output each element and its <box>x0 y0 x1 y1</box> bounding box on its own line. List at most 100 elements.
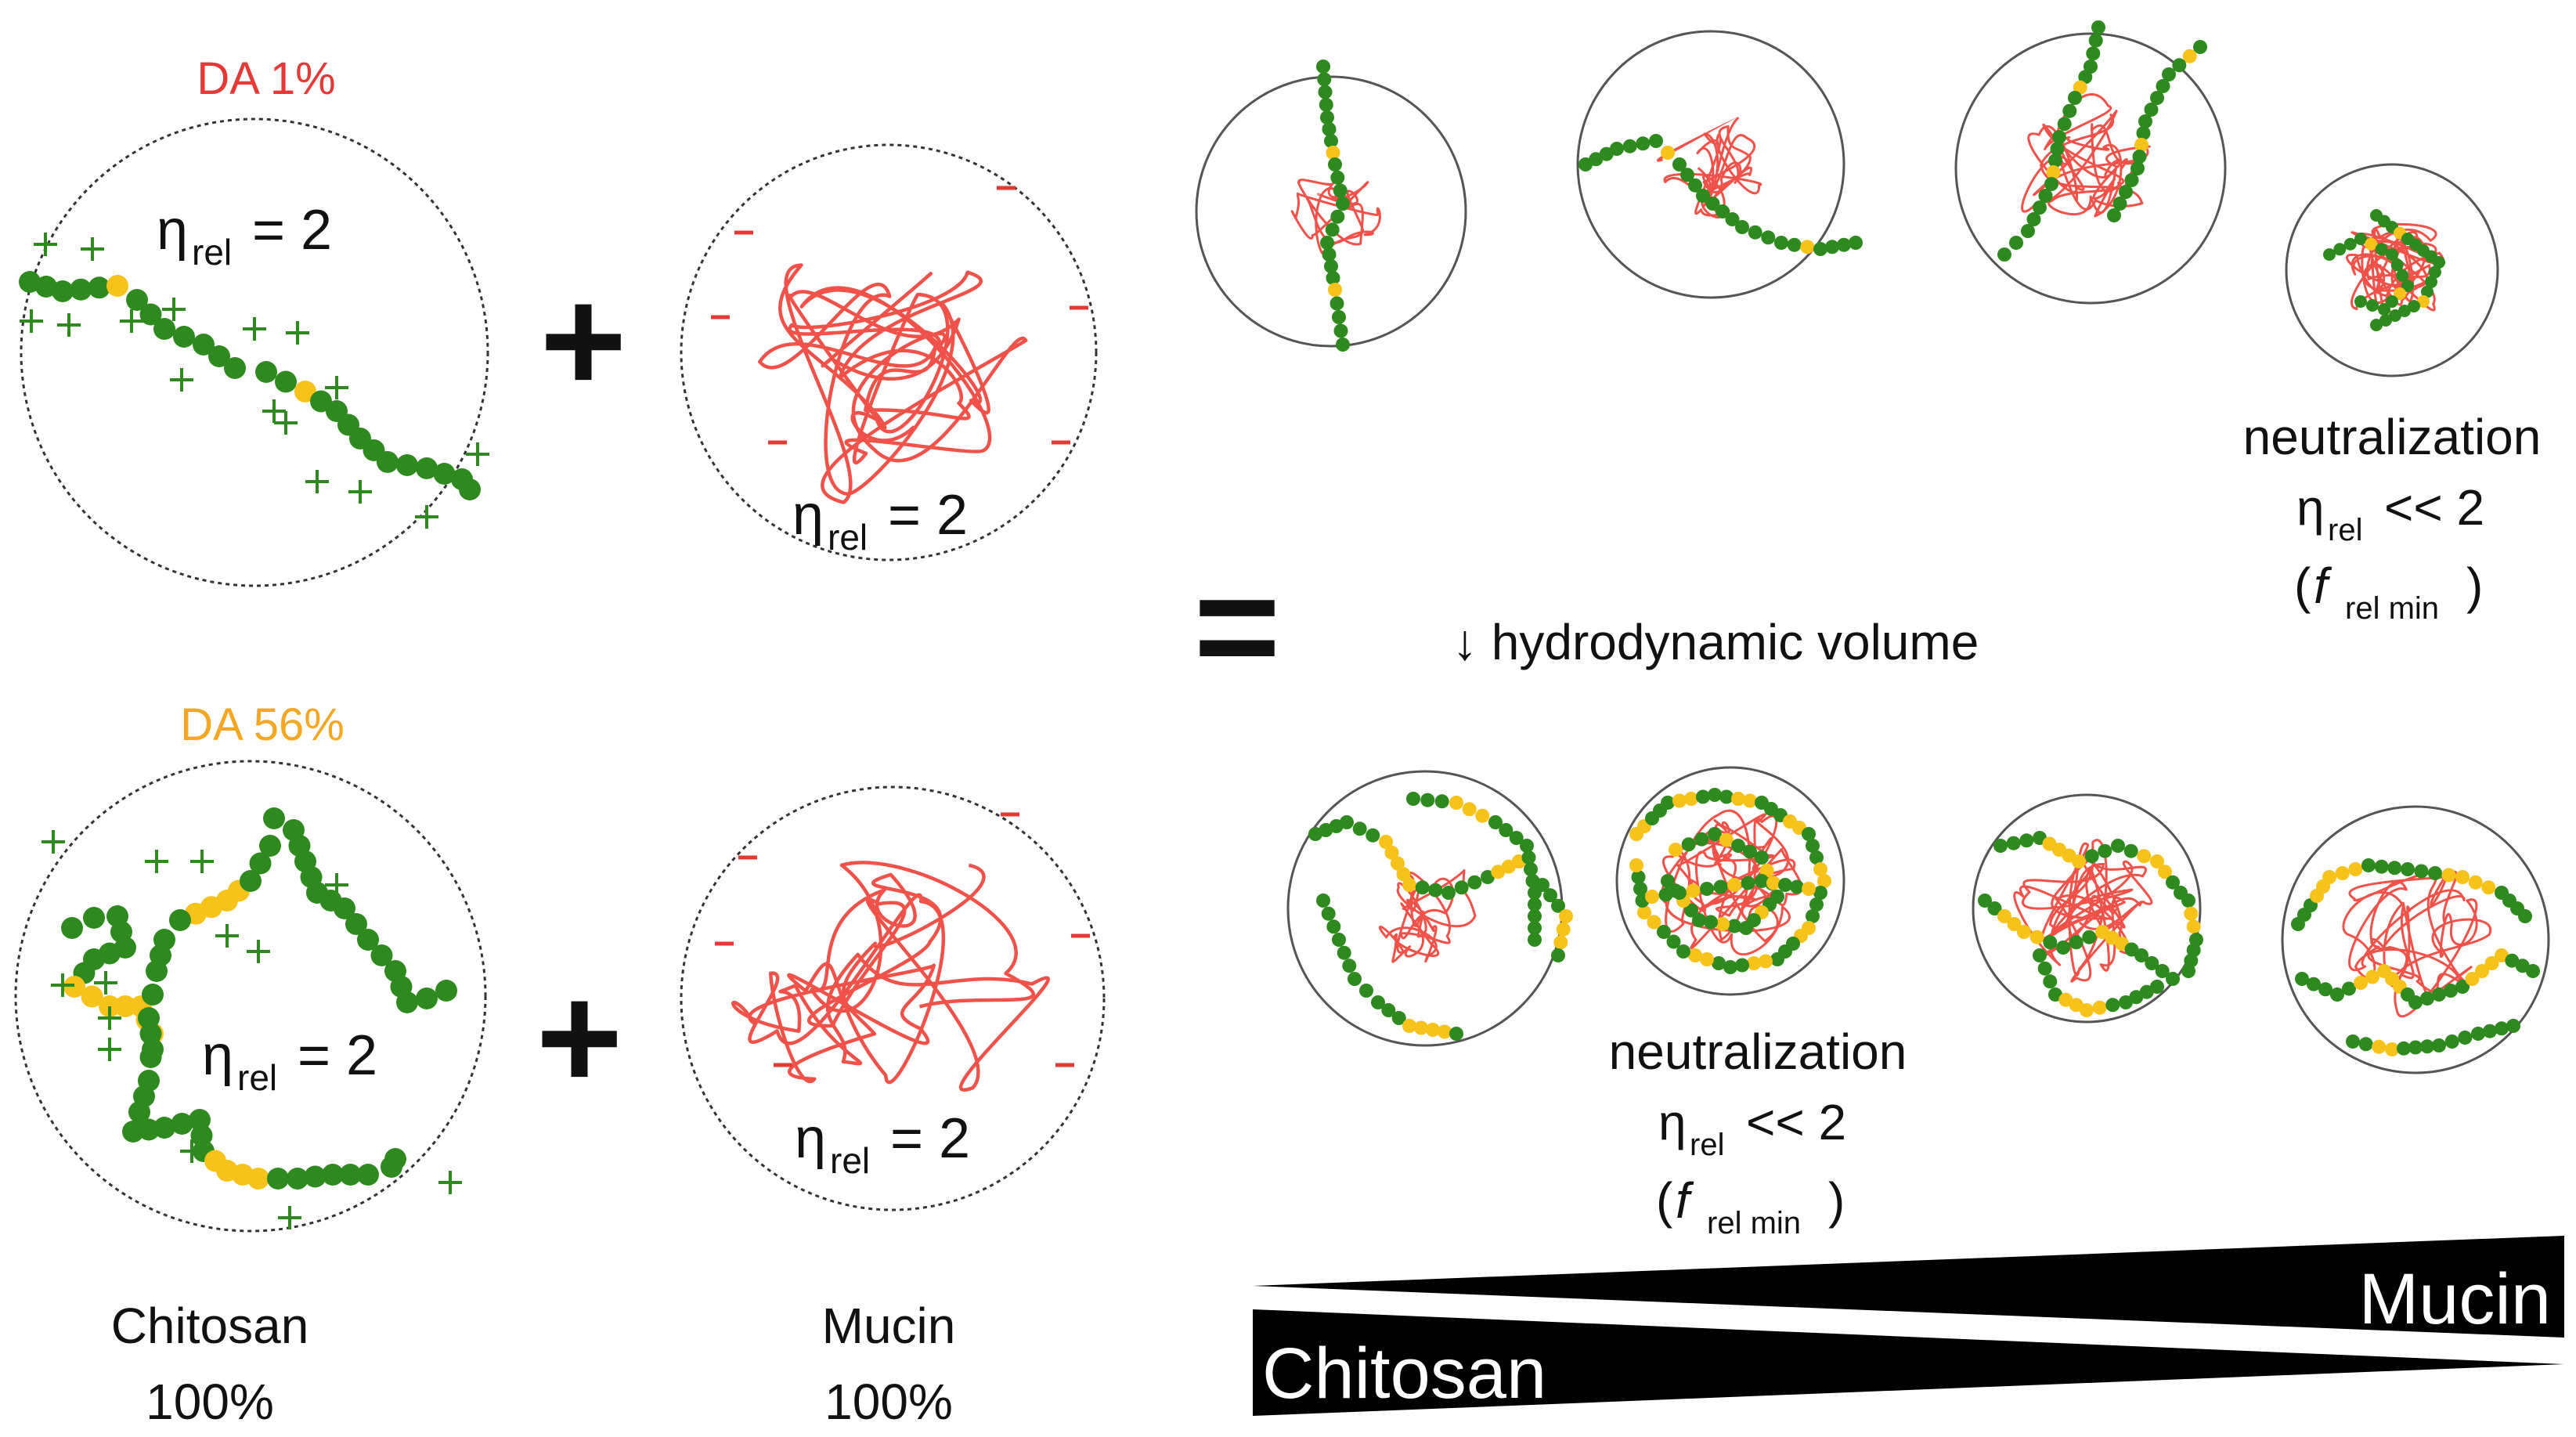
svg-text:= 2: = 2 <box>890 1107 970 1170</box>
glucosamine-unit <box>2366 299 2379 312</box>
glucosamine-unit <box>2433 256 2445 269</box>
da1-label: DA 1% <box>197 53 335 104</box>
glucosamine-unit <box>357 1164 379 1186</box>
da1-positive-charges <box>20 233 489 529</box>
glucosamine-unit <box>1342 959 1357 973</box>
positive-charge <box>94 971 117 995</box>
positive-charge <box>162 298 186 321</box>
plus-operator-bottom: + <box>536 955 623 1121</box>
glucosamine-unit <box>1993 839 2008 853</box>
complex-boundary <box>1576 30 1845 299</box>
glucosamine-unit <box>1406 792 1420 806</box>
glucosamine-unit <box>1543 888 1557 903</box>
acetylated-unit <box>2073 80 2087 95</box>
glucosamine-unit <box>1649 134 1663 148</box>
eta-mucin-top: η rel = 2 <box>792 484 968 558</box>
glucosamine-unit <box>1320 236 1334 250</box>
svg-text:(: ( <box>1656 1172 1672 1229</box>
eta-da56-chitosan: η rel = 2 <box>202 1024 377 1098</box>
acetylated-unit <box>2394 287 2406 300</box>
svg-text:η: η <box>157 199 188 262</box>
acetylated-unit <box>2455 870 2470 884</box>
acetylated-unit <box>2158 865 2172 879</box>
glucosamine-unit <box>1681 837 1696 852</box>
glucosamine-unit <box>2361 858 2376 872</box>
mucin-wedge <box>1253 1236 2564 1338</box>
acetylated-unit <box>1686 883 1701 898</box>
glucosamine-unit <box>1813 886 1827 900</box>
glucosamine-unit <box>2166 972 2180 986</box>
glucosamine-unit <box>1551 898 1565 913</box>
glucosamine-unit <box>2515 959 2530 973</box>
svg-text:rel min: rel min <box>2345 591 2439 626</box>
acetylated-unit <box>1766 876 1780 890</box>
positive-charge <box>41 830 65 854</box>
positive-charge <box>57 313 81 337</box>
glucosamine-unit <box>377 451 399 473</box>
positive-charge <box>215 924 239 948</box>
positive-charge <box>190 850 214 873</box>
complex-boundary <box>1195 75 1467 348</box>
glucosamine-unit <box>2323 248 2336 261</box>
acetylated-unit <box>1817 874 1831 888</box>
glucosamine-unit <box>263 807 285 829</box>
positive-charge <box>325 873 348 897</box>
acetylated-unit <box>106 275 128 297</box>
acetylated-unit <box>81 985 103 1008</box>
glucosamine-unit <box>2414 864 2429 879</box>
acetylated-unit <box>1688 948 1702 962</box>
acetylated-unit <box>2335 866 2350 880</box>
glucosamine-unit <box>1696 789 1710 804</box>
glucosamine-unit <box>2086 46 2101 61</box>
complex-boundary <box>1972 793 2202 1024</box>
glucosamine-unit <box>267 1168 289 1190</box>
acetylated-unit <box>2475 964 2489 978</box>
glucosamine-unit <box>2111 839 2125 853</box>
glucosamine-unit <box>1633 882 1647 896</box>
glucosamine-unit <box>1684 903 1698 918</box>
glucosamine-unit <box>2181 894 2195 908</box>
glucosamine-unit <box>2526 964 2540 978</box>
glucosamine-unit <box>334 897 355 919</box>
mucin-bottom-negative-charges <box>715 812 1090 1067</box>
glucosamine-unit <box>304 1165 327 1188</box>
glucosamine-unit <box>2401 862 2415 876</box>
glucosamine-unit <box>2123 843 2138 858</box>
glucosamine-unit <box>2172 58 2187 73</box>
glucosamine-unit <box>2455 980 2470 994</box>
glucosamine-unit <box>1825 240 1839 255</box>
glucosamine-unit <box>70 278 92 301</box>
glucosamine-unit <box>384 1148 406 1170</box>
mucin-bottom-circle <box>680 785 1106 1211</box>
positive-charge <box>180 1139 204 1163</box>
acetylated-unit <box>2137 849 2152 864</box>
positive-charge <box>274 411 298 435</box>
complex-bot-1 <box>1286 770 1573 1047</box>
acetylated-unit <box>2322 870 2336 884</box>
glucosamine-unit <box>2401 280 2414 292</box>
glucosamine-unit <box>1321 906 1336 921</box>
svg-text:= 2: = 2 <box>298 1024 377 1087</box>
acetylated-unit <box>1402 1019 1416 1033</box>
glucosamine-unit <box>1316 60 1330 74</box>
glucosamine-unit <box>1352 821 1367 836</box>
acetylated-unit <box>2150 854 2164 868</box>
positive-charge <box>34 233 57 256</box>
acetylated-unit <box>2058 992 2073 1007</box>
acetylated-unit <box>1391 856 1405 871</box>
glucosamine-unit <box>1770 952 1784 966</box>
glucosamine-unit <box>142 1038 164 1060</box>
svg-text:rel: rel <box>830 1140 870 1181</box>
glucosamine-unit <box>2333 243 2347 256</box>
acetylated-unit <box>1328 283 1342 297</box>
glucosamine-unit <box>1802 827 1816 841</box>
acetylated-unit <box>1559 909 1573 923</box>
glucosamine-unit <box>339 1164 362 1186</box>
acetylated-unit <box>1669 843 1683 857</box>
glucosamine-unit <box>2354 233 2367 245</box>
chitosan-100-percent: 100% <box>146 1374 274 1430</box>
glucosamine-unit <box>2038 189 2053 203</box>
mucin-100-percent: 100% <box>824 1374 953 1430</box>
glucosamine-unit <box>1499 823 1513 837</box>
glucosamine-unit <box>61 917 83 939</box>
